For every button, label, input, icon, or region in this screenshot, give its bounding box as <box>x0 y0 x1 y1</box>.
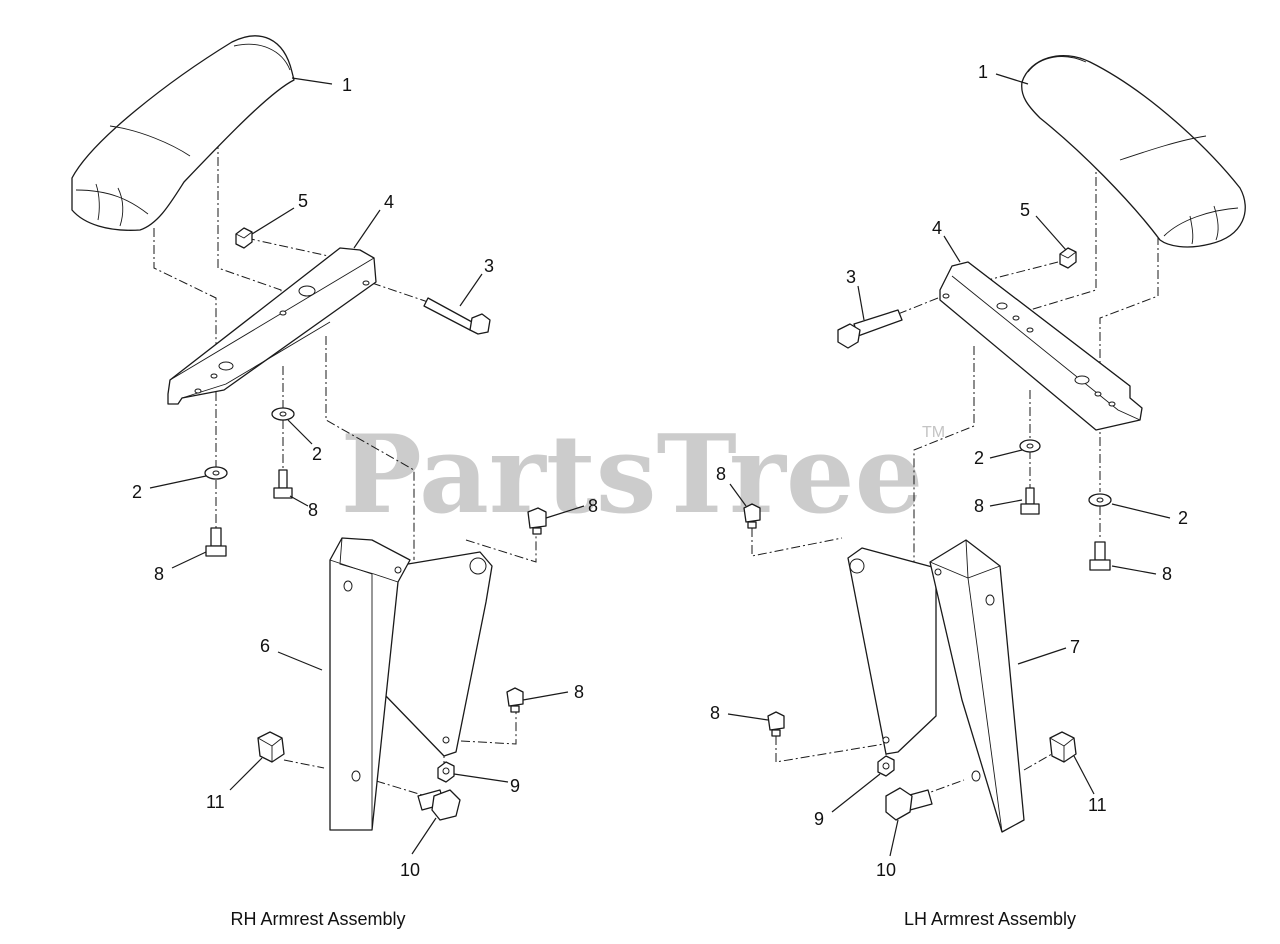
lh-bolt-part-8-left <box>743 503 761 529</box>
rh-nut-part-11 <box>257 731 285 763</box>
lh-bolt-part-8-lower <box>1089 541 1111 571</box>
rh-washer-part-2-upper <box>271 407 295 421</box>
lh-callout-8-left: 8 <box>716 464 726 484</box>
lh-assembly-lines <box>751 160 1159 797</box>
lh-nut-part-9 <box>877 755 895 777</box>
rh-callout-8-upper: 8 <box>308 500 318 520</box>
rh-callout-2-lower: 2 <box>132 482 142 502</box>
lh-armrest-pad <box>1021 54 1246 248</box>
lh-callout-10: 10 <box>876 860 896 880</box>
lh-callout-5: 5 <box>1020 200 1030 220</box>
rh-bolt-part-3 <box>423 297 491 335</box>
lh-callout-8-upper: 8 <box>974 496 984 516</box>
lh-washer-part-2-lower <box>1088 493 1112 507</box>
lh-callout-2-upper: 2 <box>974 448 984 468</box>
rh-callout-8-mid: 8 <box>574 682 584 702</box>
lh-callout-7: 7 <box>1070 637 1080 657</box>
rh-nut-part-9 <box>437 761 455 783</box>
rh-bolt-part-8-mid <box>506 687 524 713</box>
lh-callout-11: 11 <box>1088 795 1107 815</box>
watermark-brand: PartsTree <box>341 412 924 538</box>
rh-callout-11: 11 <box>206 792 225 812</box>
lh-callout-3: 3 <box>846 267 856 287</box>
rh-washer-part-2-lower <box>204 466 228 480</box>
watermark-trademark: TM <box>922 424 945 441</box>
lh-callout-4: 4 <box>932 218 942 238</box>
rh-bolt-part-8-right <box>527 507 547 535</box>
lh-bolt-part-10 <box>885 787 933 821</box>
lh-bolt-part-8-mid <box>767 711 785 737</box>
rh-callout-8-lower: 8 <box>154 564 164 584</box>
rh-leader-lines <box>149 77 585 855</box>
rh-callout-9: 9 <box>510 776 520 796</box>
rh-armrest-pad <box>71 35 295 231</box>
rh-callout-1: 1 <box>342 75 352 95</box>
rh-callout-8-right: 8 <box>588 496 598 516</box>
rh-bolt-part-8-lower <box>205 527 227 557</box>
lh-nut-part-5 <box>1059 247 1077 269</box>
lh-washer-part-2-upper <box>1019 439 1041 453</box>
lh-callout-9: 9 <box>814 809 824 829</box>
rh-callout-2-upper: 2 <box>312 444 322 464</box>
rh-callout-4: 4 <box>384 192 394 212</box>
lh-assembly-caption: LH Armrest Assembly <box>904 909 1076 929</box>
rh-assembly: 1 5 4 3 2 2 8 8 8 6 8 9 11 10 RH Armrest… <box>71 35 598 929</box>
lh-bracket-arm-part-4 <box>939 261 1143 431</box>
lh-callout-2-lower: 2 <box>1178 508 1188 528</box>
rh-support-post-part-6 <box>329 537 493 831</box>
rh-assembly-caption: RH Armrest Assembly <box>230 909 405 929</box>
lh-callout-8-lower: 8 <box>1162 564 1172 584</box>
lh-leader-lines <box>727 73 1171 857</box>
lh-assembly: 1 5 4 3 2 8 2 8 8 7 8 9 11 10 LH Armrest… <box>710 54 1246 929</box>
rh-callout-5: 5 <box>298 191 308 211</box>
lh-nut-part-11 <box>1049 731 1077 763</box>
rh-bracket-arm-part-4 <box>167 247 377 405</box>
rh-callout-3: 3 <box>484 256 494 276</box>
lh-bolt-part-3 <box>837 309 903 349</box>
rh-callout-6: 6 <box>260 636 270 656</box>
rh-nut-part-5 <box>235 227 253 249</box>
rh-callout-10: 10 <box>400 860 420 880</box>
rh-bolt-part-8-upper <box>273 469 293 499</box>
lh-support-post-part-7 <box>847 539 1025 833</box>
rh-bolt-part-10 <box>417 789 461 821</box>
lh-callout-1: 1 <box>978 62 988 82</box>
lh-callout-8-mid: 8 <box>710 703 720 723</box>
lh-bolt-part-8-upper <box>1020 487 1040 515</box>
